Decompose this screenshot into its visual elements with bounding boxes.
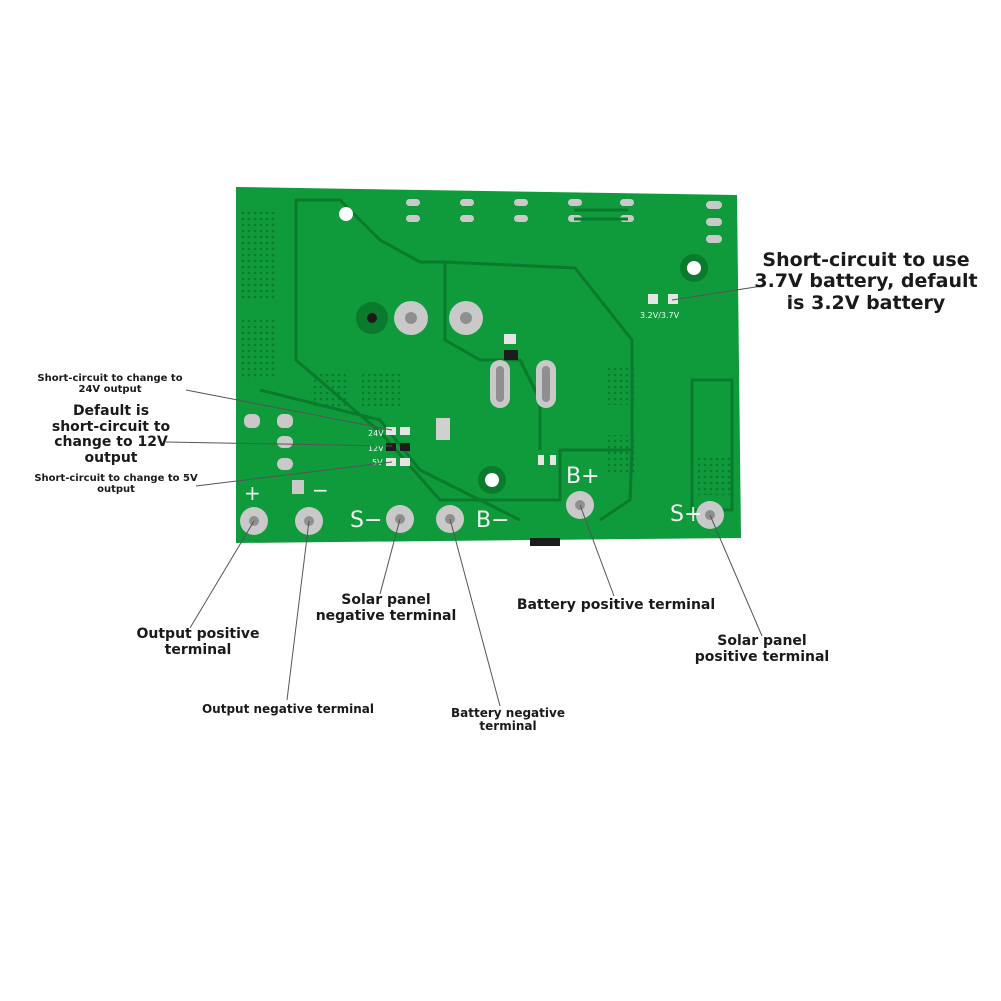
- mounting-hole: [687, 261, 701, 275]
- callout-line: 3.7V battery, default: [754, 270, 978, 293]
- via-grid: [240, 210, 732, 495]
- leader-solar-positive: [709, 514, 763, 637]
- leader-output-negative: [286, 520, 310, 701]
- callout-line: terminal: [479, 719, 537, 734]
- callout-line: Battery negative: [451, 706, 565, 720]
- left-side-pads: [244, 414, 304, 494]
- bottom-component: [530, 538, 560, 546]
- callout-line: output: [84, 450, 138, 467]
- leader-12v: [165, 441, 393, 447]
- callout-line: change to 12V: [54, 434, 168, 451]
- silk-b-plus: B+: [566, 464, 600, 489]
- callout-solar-negative: Solar panel negative terminal: [306, 592, 466, 624]
- top-trace-bars: [574, 208, 628, 221]
- leader-battery-negative: [449, 518, 501, 707]
- leader-battery-37v: [671, 285, 763, 301]
- callout-default-12v: Default is short-circuit to change to 12…: [36, 403, 186, 467]
- callout-24v: Short-circuit to change to 24V output: [30, 373, 190, 395]
- callout-battery-negative: Battery negative terminal: [434, 706, 582, 734]
- silk-s-minus: S−: [350, 508, 382, 533]
- callout-line: positive terminal: [694, 648, 830, 665]
- silk-jumper-5v: 5V: [372, 458, 383, 467]
- callout-line: short-circuit to: [51, 418, 171, 435]
- callout-output-negative: Output negative terminal: [190, 702, 386, 716]
- callout-line: Battery positive terminal: [516, 597, 716, 613]
- leader-output-positive: [189, 520, 255, 629]
- callout-line: Output positive: [136, 626, 260, 642]
- callout-line: Short-circuit to change to: [37, 373, 183, 384]
- smd-component: [550, 455, 556, 465]
- smd-component: [648, 294, 658, 304]
- callout-line: output: [97, 484, 135, 496]
- mounting-hole: [367, 313, 377, 323]
- mounting-hole: [485, 473, 499, 487]
- callout-line: 24V output: [78, 384, 142, 396]
- callout-line: Default is: [72, 403, 150, 419]
- copper-pour: [259, 388, 521, 522]
- smd-component: [436, 418, 450, 440]
- silk-out-minus: −: [312, 478, 329, 502]
- leader-solar-negative: [379, 518, 401, 595]
- callout-solar-positive: Solar panel positive terminal: [684, 633, 840, 665]
- silk-jumper-12v: 12V: [368, 444, 384, 453]
- callout-line: Output negative terminal: [201, 702, 375, 716]
- callout-line: Short-circuit to use: [762, 249, 970, 271]
- leader-battery-positive: [579, 504, 615, 597]
- mounting-hole: [339, 207, 353, 221]
- smd-component: [538, 455, 544, 465]
- leader-lines: [165, 285, 763, 707]
- callout-line: Solar panel: [717, 633, 807, 649]
- callout-5v: Short-circuit to change to 5V output: [26, 473, 206, 495]
- slot-pad: [496, 366, 504, 402]
- large-solder-pad: [460, 312, 472, 324]
- callout-output-positive: Output positive terminal: [120, 626, 276, 658]
- silk-s-plus: S+: [670, 502, 702, 527]
- smd-component: [668, 294, 678, 304]
- leader-24v: [185, 389, 393, 431]
- callout-line: Short-circuit to change to 5V: [34, 473, 198, 484]
- silk-b-minus: B−: [476, 508, 510, 533]
- smd-component: [504, 350, 518, 360]
- callout-line: negative terminal: [315, 607, 457, 624]
- callout-battery-positive: Battery positive terminal: [506, 597, 726, 614]
- callout-battery-37v: Short-circuit to use 3.7V battery, defau…: [754, 249, 978, 314]
- callout-line: terminal: [164, 641, 232, 658]
- leader-5v: [195, 461, 393, 487]
- silk-battery-select: 3.2V/3.7V: [640, 311, 680, 320]
- large-solder-pad: [405, 312, 417, 324]
- smd-component: [504, 334, 516, 344]
- callout-line: is 3.2V battery: [786, 291, 946, 314]
- silk-out-plus: +: [244, 481, 261, 505]
- slot-pad: [542, 366, 550, 402]
- callout-line: Solar panel: [341, 592, 431, 608]
- silk-jumper-24v: 24V: [368, 429, 384, 438]
